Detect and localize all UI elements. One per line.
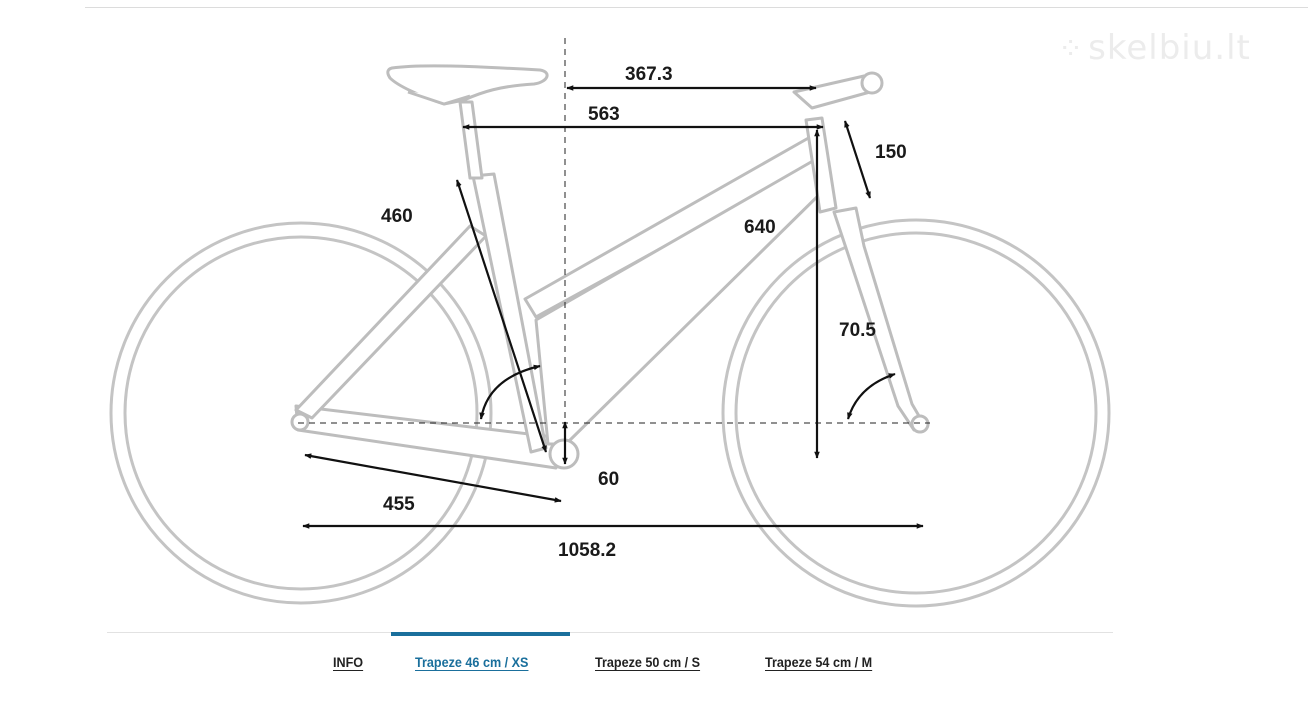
head-angle-label: 70.5	[839, 320, 876, 341]
dimension-labels: 367.3 563 150 460 640 70.5 60 455 1058.2	[381, 64, 907, 561]
tab-trapeze-46-xs[interactable]: Trapeze 46 cm / XS	[415, 654, 529, 670]
watermark: ⁘skelbiu.lt	[1058, 28, 1251, 68]
head-angle-arc	[846, 372, 896, 420]
chainstay-label: 455	[383, 494, 415, 515]
stack-label: 640	[744, 217, 776, 238]
seat-tube-label: 460	[381, 206, 413, 227]
head-tube-arrow	[843, 120, 872, 199]
tabs-divider	[107, 632, 1113, 633]
top-tube-label: 563	[588, 104, 620, 125]
reference-lines	[298, 38, 930, 455]
active-tab-indicator	[391, 632, 570, 636]
watermark-icon: ⁘	[1058, 32, 1085, 67]
dimension-arrows	[302, 85, 924, 529]
tab-trapeze-54-m[interactable]: Trapeze 54 cm / M	[765, 654, 873, 670]
front-wheel	[721, 218, 1111, 608]
reach-label: 367.3	[625, 64, 673, 85]
seat-angle-arc	[479, 364, 541, 420]
tab-info[interactable]: INFO	[333, 654, 364, 670]
bike-geometry-diagram: 367.3 563 150 460 640 70.5 60 455 1058.2	[109, 38, 1111, 608]
wheelbase-label: 1058.2	[558, 540, 616, 561]
tab-trapeze-50-s[interactable]: Trapeze 50 cm / S	[595, 654, 701, 670]
bb-drop-label: 60	[598, 469, 619, 490]
top-divider	[85, 7, 1308, 8]
chainstay-arrow	[304, 453, 562, 503]
head-tube-label: 150	[875, 142, 907, 163]
watermark-text: skelbiu.lt	[1088, 28, 1251, 68]
